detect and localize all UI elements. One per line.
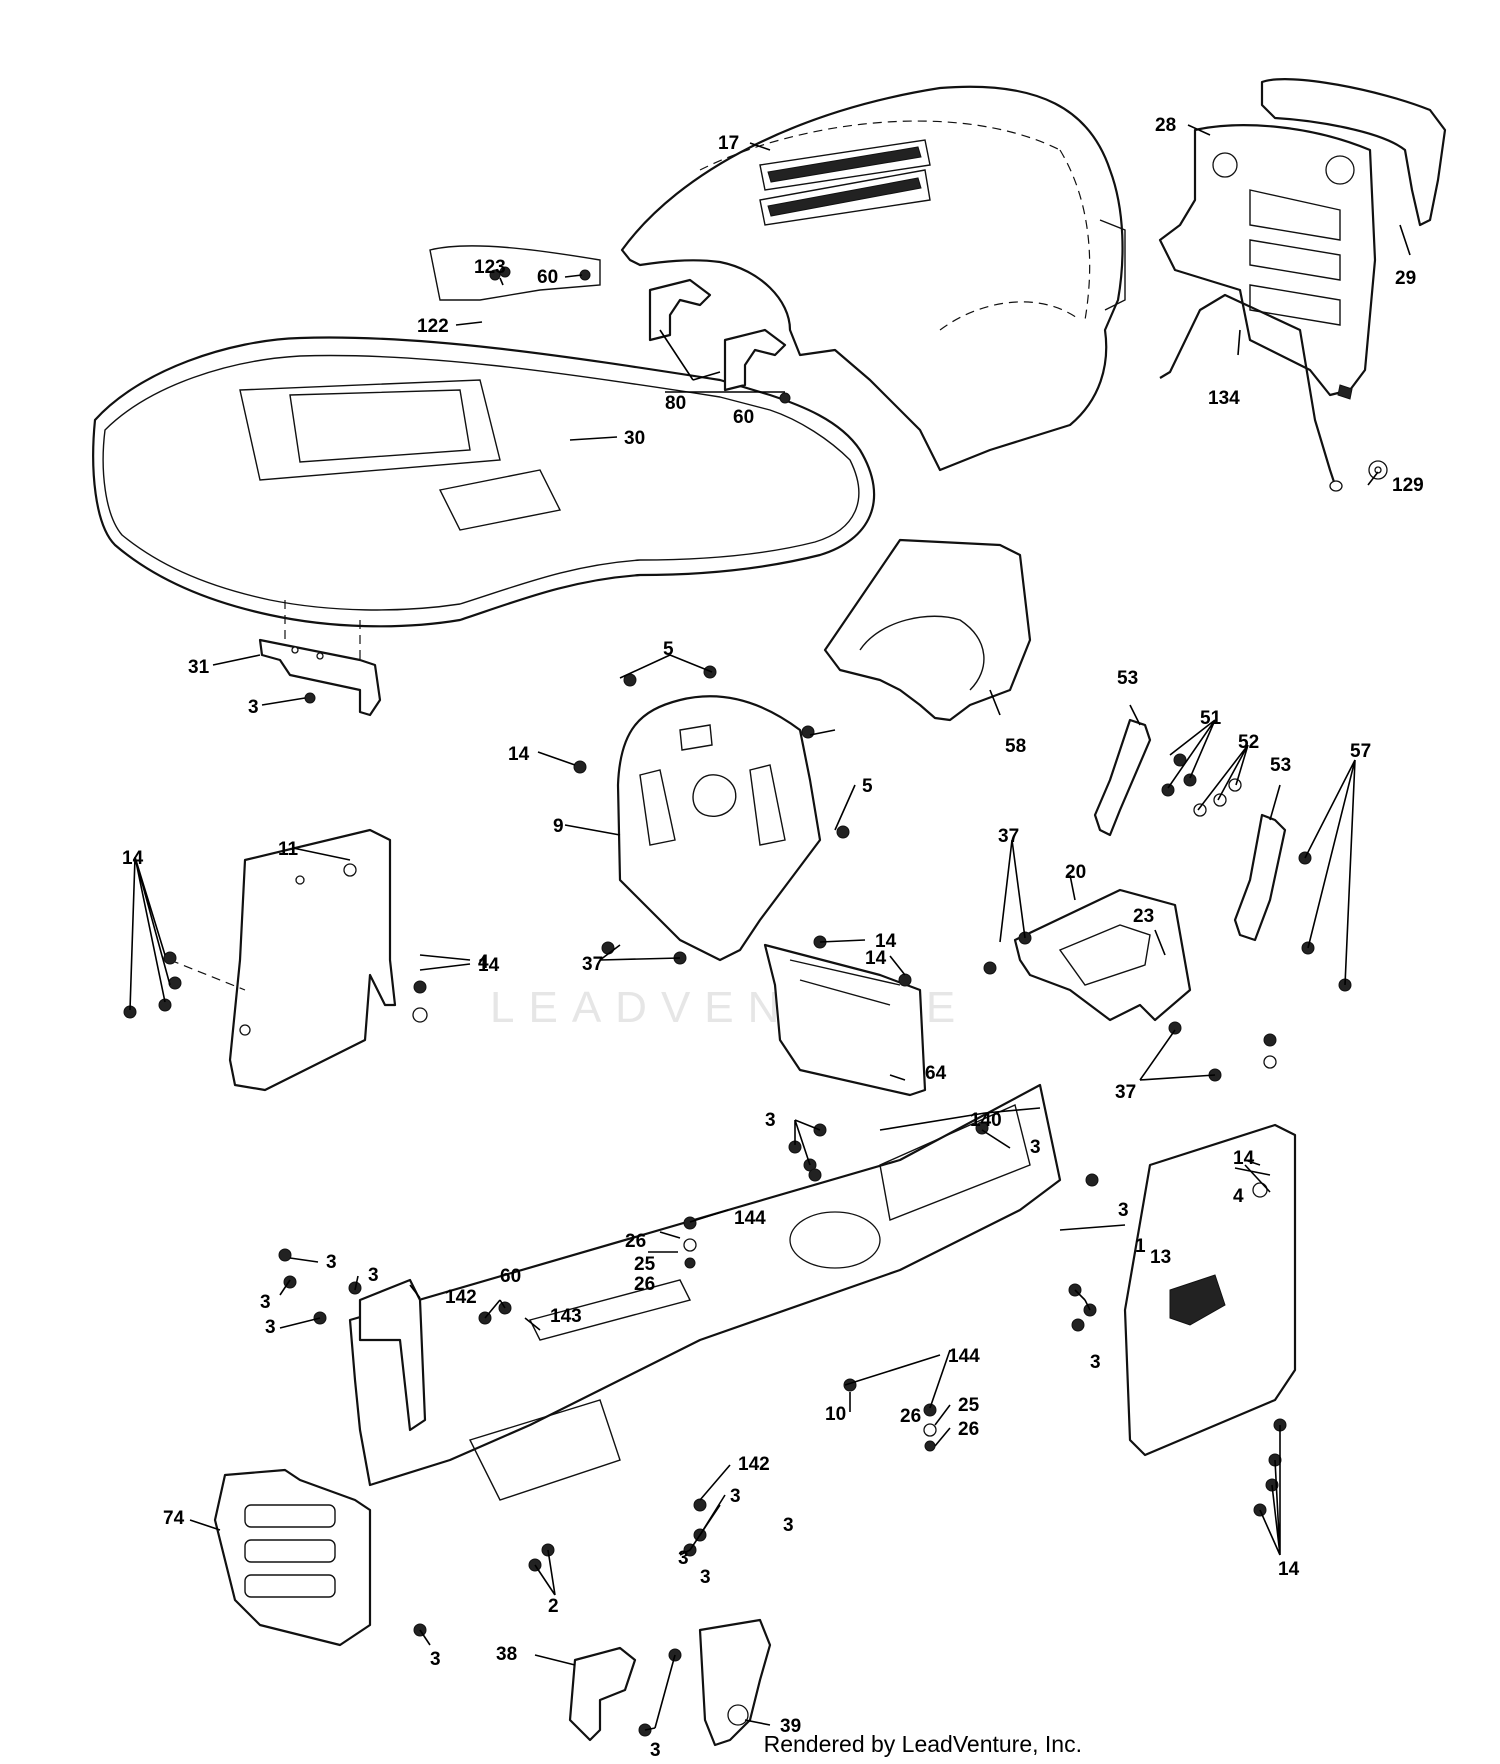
callout-37-c: 37 xyxy=(1115,1082,1136,1103)
callout-3-c: 3 xyxy=(1030,1137,1041,1158)
callout-53-a: 53 xyxy=(1117,668,1138,689)
front-plate-part xyxy=(213,1468,372,1647)
fender-base-line xyxy=(429,245,601,301)
callout-28: 28 xyxy=(1155,115,1176,136)
callout-3-e: 3 xyxy=(326,1252,337,1273)
callout-5-top: 5 xyxy=(663,639,674,660)
callout-14-e: 14 xyxy=(865,948,887,969)
main-frame-part xyxy=(348,1083,1062,1501)
callout-37-b: 37 xyxy=(998,826,1019,847)
callout-3-h: 3 xyxy=(265,1317,276,1338)
callout-10: 10 xyxy=(825,1404,846,1425)
callout-3-g: 3 xyxy=(260,1292,271,1313)
callout-30: 30 xyxy=(624,428,645,449)
callout-140: 140 xyxy=(970,1110,1002,1131)
callout-144-a: 144 xyxy=(734,1208,766,1229)
grille-rod-part xyxy=(1159,293,1343,492)
bracket-53-part xyxy=(1093,718,1287,942)
callout-3-i: 3 xyxy=(1090,1352,1101,1373)
dash-panel-part xyxy=(616,695,822,962)
callout-64: 64 xyxy=(925,1063,947,1084)
callout-143: 143 xyxy=(550,1306,582,1327)
side-panel-13-part xyxy=(1123,1123,1297,1457)
callout-60-mid: 60 xyxy=(733,407,754,428)
callout-29: 29 xyxy=(1395,268,1416,289)
side-panel-11-part xyxy=(169,828,397,1092)
callout-14-a: 14 xyxy=(508,744,530,765)
callout-39: 39 xyxy=(780,1716,801,1737)
callout-134: 134 xyxy=(1208,388,1240,409)
credit-text: Rendered by LeadVenture, Inc. xyxy=(763,1731,1082,1757)
callout-129: 129 xyxy=(1392,475,1424,496)
callout-3-m: 3 xyxy=(700,1567,711,1588)
callout-14-b: 14 xyxy=(122,848,144,869)
hood-part xyxy=(620,85,1126,472)
callout-3-b: 3 xyxy=(765,1110,776,1131)
fender-part xyxy=(92,336,876,628)
callout-53-b: 53 xyxy=(1270,755,1291,776)
callout-3-d: 3 xyxy=(1118,1200,1129,1221)
clip-part xyxy=(648,278,787,392)
callout-51: 51 xyxy=(1200,708,1222,729)
callout-52: 52 xyxy=(1238,732,1259,753)
callout-26-d: 26 xyxy=(958,1419,979,1440)
callout-3-o: 3 xyxy=(650,1740,661,1761)
callout-17: 17 xyxy=(718,133,739,154)
callout-25-b: 25 xyxy=(958,1395,980,1416)
callout-14-c: 14 xyxy=(478,955,500,976)
callout-26-b: 26 xyxy=(634,1274,655,1295)
callout-58: 58 xyxy=(1005,736,1026,757)
callout-74: 2 xyxy=(548,1596,559,1617)
callout-123: 123 xyxy=(474,257,506,278)
callout-144-b: 144 xyxy=(948,1346,980,1367)
callout-3-a: 3 xyxy=(248,697,259,718)
callout-labels: 17 28 29 134 129 123 122 60 80 60 30 31 … xyxy=(122,115,1424,1761)
callout-37-a: 37 xyxy=(582,954,603,975)
callout-3-f: 3 xyxy=(368,1265,379,1286)
bracket-38-part xyxy=(568,1646,637,1742)
callout-26-c: 26 xyxy=(900,1406,921,1427)
heat-shield-part xyxy=(823,538,1032,722)
callout-2: 74 xyxy=(163,1508,185,1529)
callout-26-a: 26 xyxy=(625,1231,646,1252)
callout-31: 31 xyxy=(188,657,210,678)
callout-5-right: 5 xyxy=(862,776,873,797)
callout-4-a: 4 xyxy=(478,952,489,973)
callout-9: 9 xyxy=(553,816,564,837)
plate-20-part xyxy=(1013,888,1192,1022)
callout-142-b: 142 xyxy=(738,1454,770,1475)
callout-38: 38 xyxy=(496,1644,517,1665)
callout-14-f: 14 xyxy=(1233,1148,1255,1169)
bracket-31-part xyxy=(258,638,382,717)
grille-part xyxy=(1158,124,1377,400)
callout-60-top: 60 xyxy=(537,267,558,288)
callout-14-g: 14 xyxy=(1278,1559,1300,1580)
console-cover-part xyxy=(763,943,927,1097)
leader-lines xyxy=(129,124,1411,1731)
callout-80: 80 xyxy=(665,393,686,414)
callout-1: 1 xyxy=(1135,1236,1146,1257)
callout-14-d: 14 xyxy=(875,931,897,952)
callout-4-b: 4 xyxy=(1233,1186,1244,1207)
grille-cap-part xyxy=(1260,78,1447,227)
callout-23: 23 xyxy=(1133,906,1154,927)
callout-142-a: 142 xyxy=(445,1287,477,1308)
plate-142-part xyxy=(358,1278,427,1432)
callout-20: 20 xyxy=(1065,862,1086,883)
callout-25-a: 25 xyxy=(634,1254,656,1275)
callout-11: 11 xyxy=(278,839,299,860)
callout-3-n: 3 xyxy=(430,1649,441,1670)
bracket-39-part xyxy=(698,1618,772,1747)
callout-122: 122 xyxy=(417,316,449,337)
callout-57: 57 xyxy=(1350,741,1371,762)
callout-3-j: 3 xyxy=(730,1486,741,1507)
callout-60-low: 60 xyxy=(500,1266,521,1287)
callout-3-k: 3 xyxy=(783,1515,794,1536)
callout-3-l: 3 xyxy=(678,1548,689,1569)
callout-13: 13 xyxy=(1150,1247,1171,1268)
